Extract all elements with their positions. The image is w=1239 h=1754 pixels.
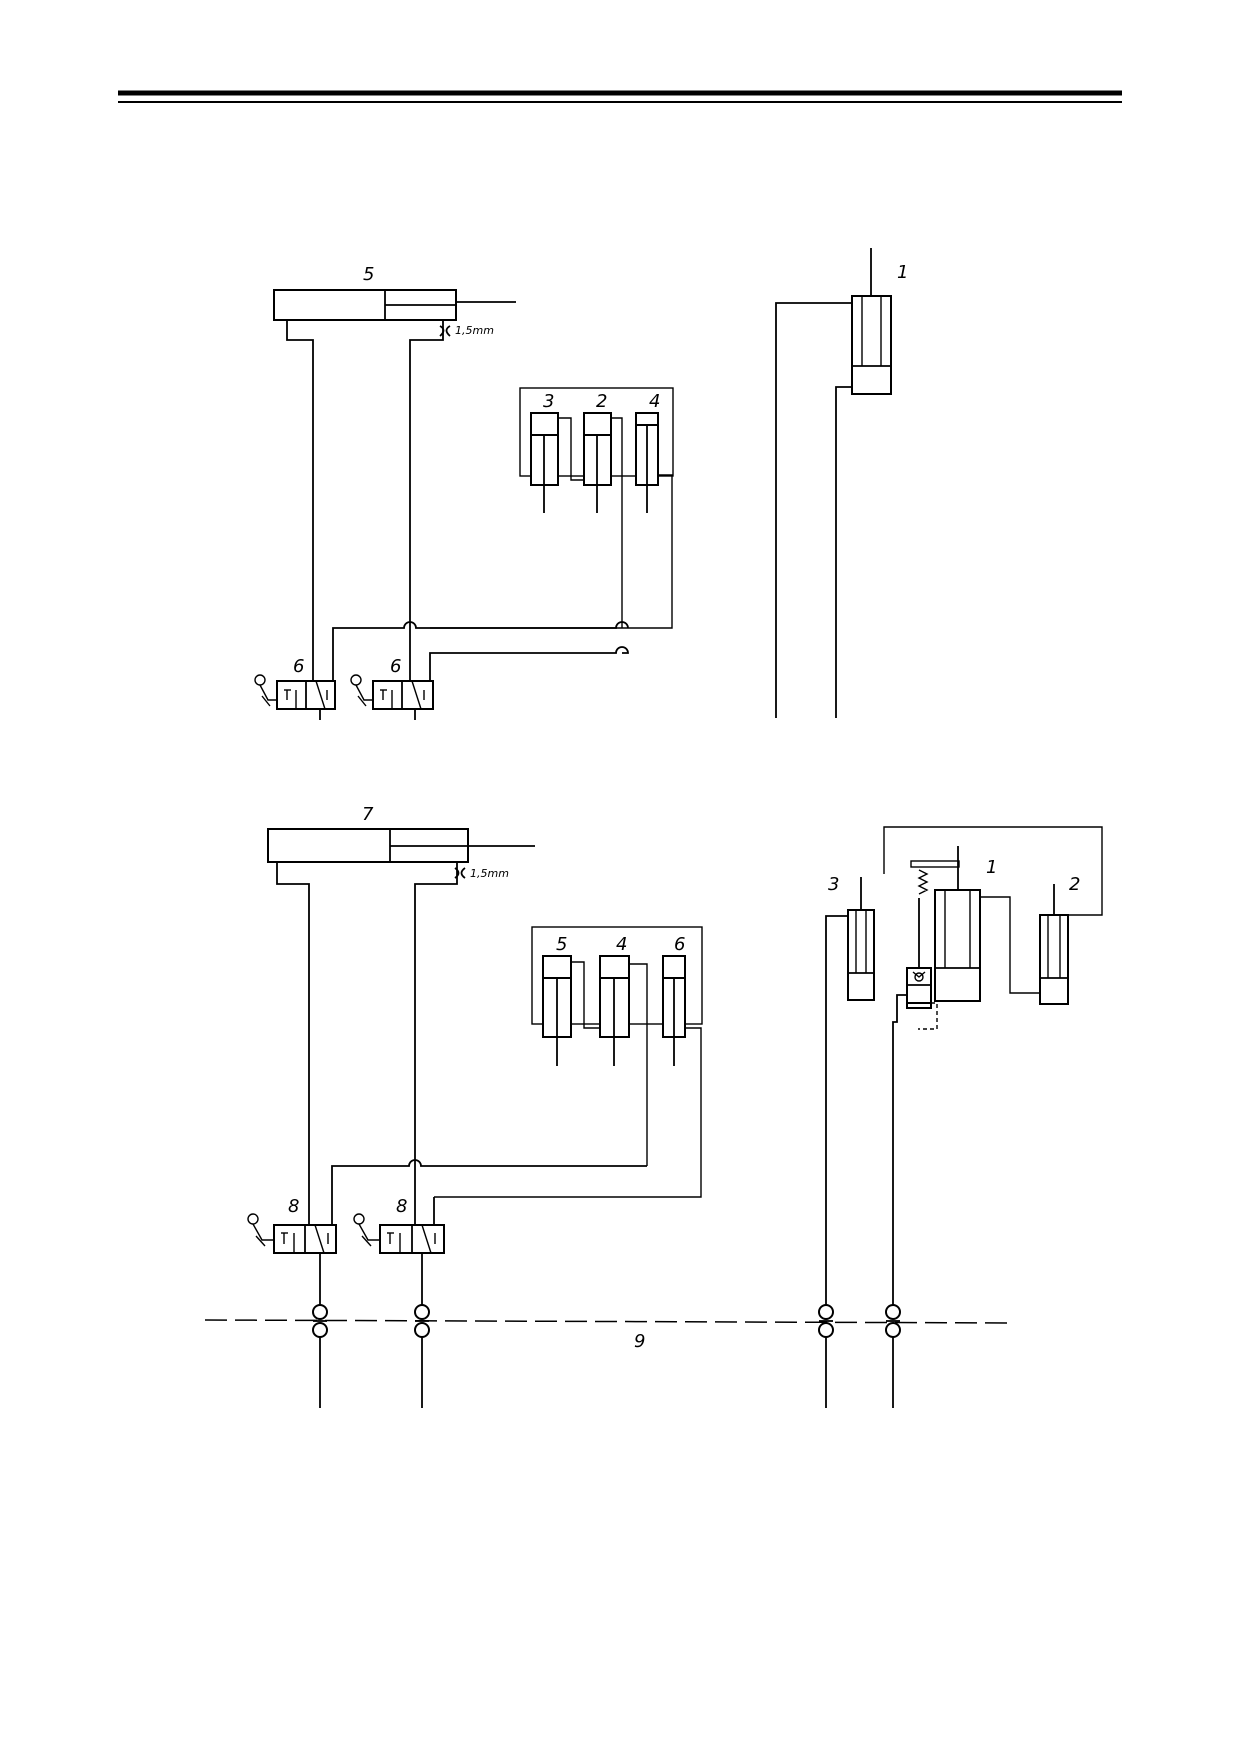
quick-coupling-4 xyxy=(885,1304,901,1338)
valve-label-top-1: 6 xyxy=(293,656,304,677)
right-cylinder-top: 1 xyxy=(775,248,908,718)
valve-label-bottom-2: 8 xyxy=(396,1196,407,1217)
choke-top-label: 1,5mm xyxy=(455,324,494,337)
small-cylinder-label-top-3: 4 xyxy=(649,391,660,412)
main-cylinder-top-label: 5 xyxy=(363,264,374,285)
header-rule xyxy=(118,90,1122,103)
coupling-line: 9 xyxy=(204,1319,1016,1352)
choke-bottom-label: 1,5mm xyxy=(470,867,509,880)
right-cylinder-top-label: 1 xyxy=(897,262,908,283)
valve-8-right: 8 xyxy=(353,1196,445,1254)
right-label-bottom-2: 1 xyxy=(986,857,997,878)
valve-6-right: 6 xyxy=(350,656,434,720)
choke-symbol-bottom: 1,5mm xyxy=(454,867,509,880)
valve-6-left: 6 xyxy=(254,656,336,720)
small-cylinder-label-top-1: 3 xyxy=(543,391,554,412)
main-cylinder-bottom-label: 7 xyxy=(362,804,374,825)
valve-8-left: 8 xyxy=(247,1196,337,1254)
right-label-bottom-3: 2 xyxy=(1069,874,1080,895)
top-diagram: 5 1,5mm 3 2 4 xyxy=(254,248,908,720)
quick-coupling-2 xyxy=(414,1304,430,1338)
small-cylinder-4-bottom: 4 xyxy=(599,934,630,1066)
small-cylinder-label-bottom-2: 4 xyxy=(616,934,627,955)
bottom-diagram: 7 1,5mm 5 4 6 xyxy=(204,804,1103,1408)
main-cylinder-top: 5 xyxy=(273,264,516,321)
small-cylinder-label-top-2: 2 xyxy=(596,391,607,412)
right-group-bottom: 3 1 2 xyxy=(825,826,1103,1312)
choke-symbol-top: 1,5mm xyxy=(439,324,494,337)
right-label-bottom-1: 3 xyxy=(828,874,839,895)
small-cylinder-label-bottom-3: 6 xyxy=(674,934,685,955)
valve-label-bottom-1: 8 xyxy=(288,1196,299,1217)
small-cylinder-4-top: 4 xyxy=(635,391,660,513)
quick-coupling-1 xyxy=(312,1304,328,1338)
coupling-line-label: 9 xyxy=(634,1331,645,1352)
small-cylinder-5-bottom: 5 xyxy=(542,934,572,1066)
small-cylinder-2-top: 2 xyxy=(583,391,612,513)
quick-coupling-3 xyxy=(818,1304,834,1338)
small-cylinder-6-bottom: 6 xyxy=(662,934,686,1066)
small-cylinder-label-bottom-1: 5 xyxy=(556,934,567,955)
main-cylinder-bottom: 7 xyxy=(267,804,535,863)
small-cylinder-3-top: 3 xyxy=(530,391,559,513)
valve-label-top-2: 6 xyxy=(390,656,401,677)
